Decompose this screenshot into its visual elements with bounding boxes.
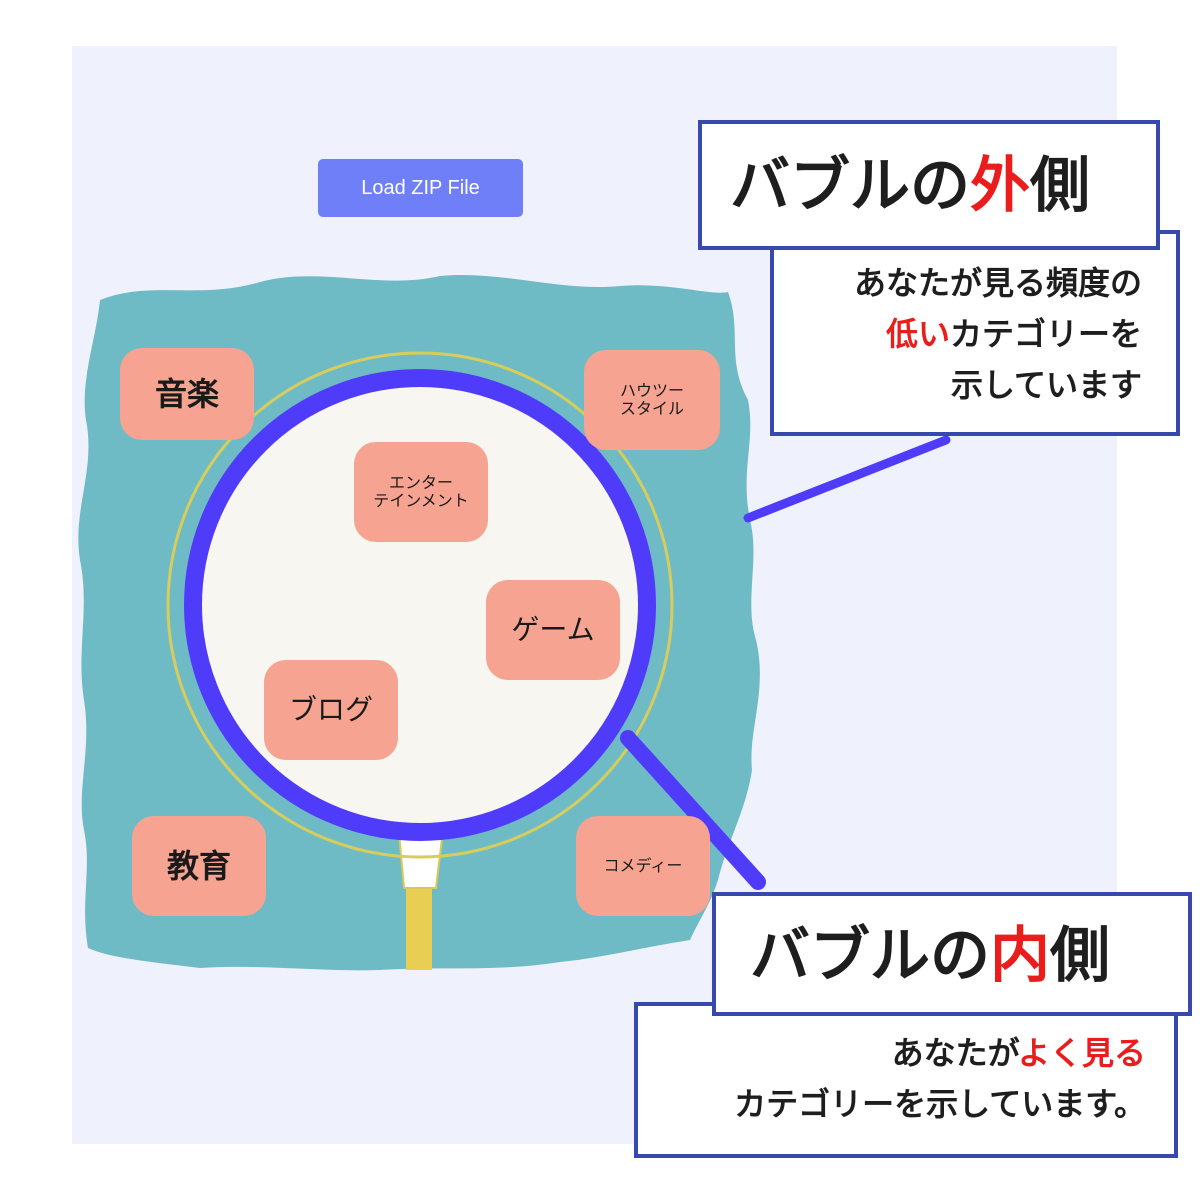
tag-blog[interactable]: ブログ xyxy=(264,660,398,760)
outer-callout-text: あなたが見る頻度の 低いカテゴリーを 示しています xyxy=(853,264,1142,405)
outer-callout-title: バブルの外側 xyxy=(698,120,1160,250)
bubble-outer-ring xyxy=(166,351,674,859)
tag-music[interactable]: 音楽 xyxy=(120,348,254,440)
tag-comedy[interactable]: コメディー xyxy=(576,816,710,916)
load-zip-button[interactable]: Load ZIP File xyxy=(318,159,523,217)
tag-education[interactable]: 教育 xyxy=(132,816,266,916)
outer-callout-body: あなたが見る頻度の 低いカテゴリーを 示しています xyxy=(770,230,1180,436)
inner-callout-text: あなたがよく見る カテゴリーを示しています。 xyxy=(734,1034,1146,1124)
pointer-line-inner xyxy=(620,730,766,890)
tag-game[interactable]: ゲーム xyxy=(486,580,620,680)
magnifier-handle xyxy=(406,888,432,970)
inner-callout-title: バブルの内側 xyxy=(712,892,1192,1016)
pointer-line-outer xyxy=(743,435,951,523)
inner-callout-body: あなたがよく見る カテゴリーを示しています。 xyxy=(634,1002,1178,1158)
tag-howto-style[interactable]: ハウツー スタイル xyxy=(584,350,720,450)
tag-entertainment[interactable]: エンター テインメント xyxy=(354,442,488,542)
